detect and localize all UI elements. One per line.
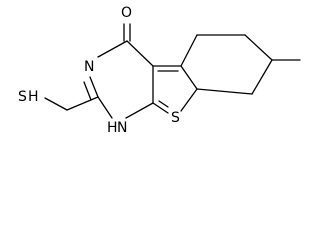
bond-c6-c7 (244, 34, 273, 61)
nitrogen-n1-label: N (117, 120, 127, 136)
bond-ch2-sh (44, 97, 68, 111)
thiol-sulfur-label: S (18, 89, 27, 105)
bond-c4b-c5 (180, 34, 198, 67)
nitrogen-n1-hydrogen-label: H (107, 120, 118, 136)
bond-c4-n3 (97, 40, 128, 58)
ring-sulfur-label: S (171, 110, 180, 126)
molecule-drawing: O N H N S S H (18, 5, 301, 136)
bond-c7a-inner (158, 100, 169, 108)
structure-diagram: O N H N S S H (18, 5, 301, 136)
bond-n3-c2-inner (83, 81, 92, 101)
bond-c8a-s (180, 88, 198, 112)
oxygen-label: O (121, 5, 132, 21)
bond-s-c7a (152, 102, 169, 114)
bond-c7-c8 (251, 59, 273, 95)
bond-c2-n1 (97, 96, 113, 119)
thiol-hydrogen-label: H (28, 89, 39, 105)
bond-n3-c2 (89, 76, 99, 98)
bond-c4b-c8a (180, 65, 198, 90)
nitrogen-n3-label: N (84, 59, 94, 75)
bond-c4-c4a (126, 40, 154, 67)
bond-c8-c8a (196, 88, 253, 95)
bond-c2-ch2 (66, 96, 99, 111)
bond-n1-c7a (125, 102, 154, 119)
